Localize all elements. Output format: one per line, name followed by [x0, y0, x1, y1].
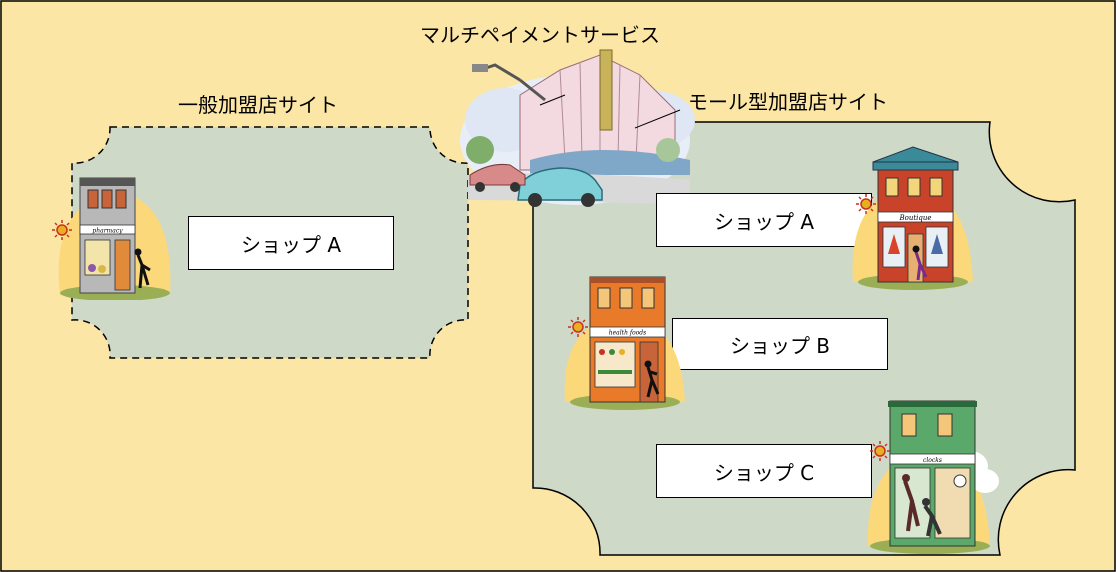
svg-text:health foods: health foods [609, 330, 646, 337]
sun-icon [52, 220, 72, 240]
mall-shop-c-box: ショップ C [656, 444, 872, 498]
car-icon [517, 167, 603, 207]
diagram-title: マルチペイメントサービス [420, 23, 660, 47]
general-shop-a-box: ショップ A [188, 216, 394, 270]
mall-shop-a-box: ショップ A [656, 193, 872, 247]
svg-text:Boutique: Boutique [898, 214, 931, 222]
sun-icon [856, 194, 876, 214]
mall-site-label: モール型加盟店サイト [688, 90, 888, 114]
svg-text:clocks: clocks [923, 457, 942, 464]
general-site-label: 一般加盟店サイト [178, 93, 338, 117]
mall-shop-b-box: ショップ B [672, 318, 888, 370]
pharmacy-storefront-icon: pharmacy [52, 177, 171, 300]
clock-shop-storefront-icon: clocks [867, 400, 999, 554]
sun-icon [870, 441, 890, 461]
health-foods-storefront-icon: health foods [564, 276, 685, 410]
shopping-mall-icon [460, 49, 695, 207]
sun-icon [568, 317, 588, 337]
svg-text:pharmacy: pharmacy [92, 228, 123, 235]
boutique-storefront-icon: Boutique [852, 146, 973, 290]
